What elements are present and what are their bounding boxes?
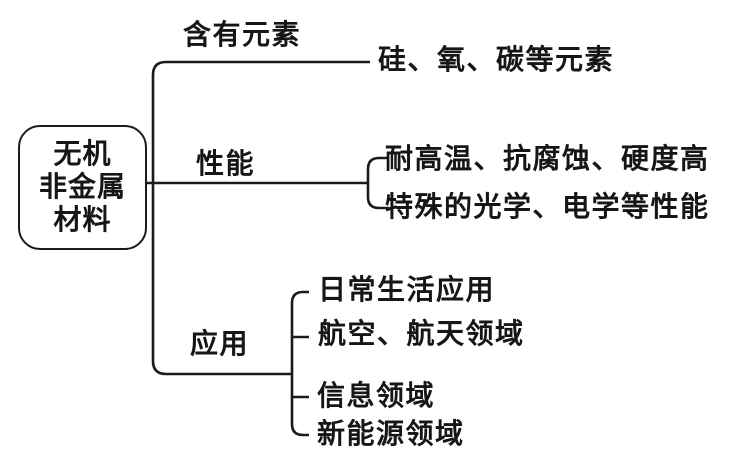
branch-label-applications: 应用: [190, 329, 250, 360]
leaf-elements-item-1: 硅、氧、碳等元素: [378, 45, 615, 76]
leaf-applications-item-2: 航空、航天领域: [318, 319, 525, 350]
properties-bracket: [366, 156, 389, 210]
spine-line: [151, 60, 370, 376]
root-node-text-line1: 无机: [53, 139, 112, 170]
root-node-text-line2: 非金属: [38, 172, 126, 203]
leaf-properties-item-2: 特殊的光学、电学等性能: [385, 192, 710, 223]
leaf-applications-item-3: 信息领域: [317, 381, 436, 412]
root-node-text-line3: 材料: [53, 205, 112, 236]
leaf-properties-item-1: 耐高温、抗腐蚀、硬度高: [385, 144, 710, 175]
applications-bracket: [290, 290, 309, 437]
leaf-applications-item-1: 日常生活应用: [318, 275, 496, 306]
branch-label-elements: 含有元素: [183, 20, 302, 51]
leaf-applications-item-4: 新能源领域: [317, 419, 465, 450]
root-node: 无机 非金属 材料: [18, 125, 147, 250]
branch-label-properties: 性能: [196, 149, 256, 180]
